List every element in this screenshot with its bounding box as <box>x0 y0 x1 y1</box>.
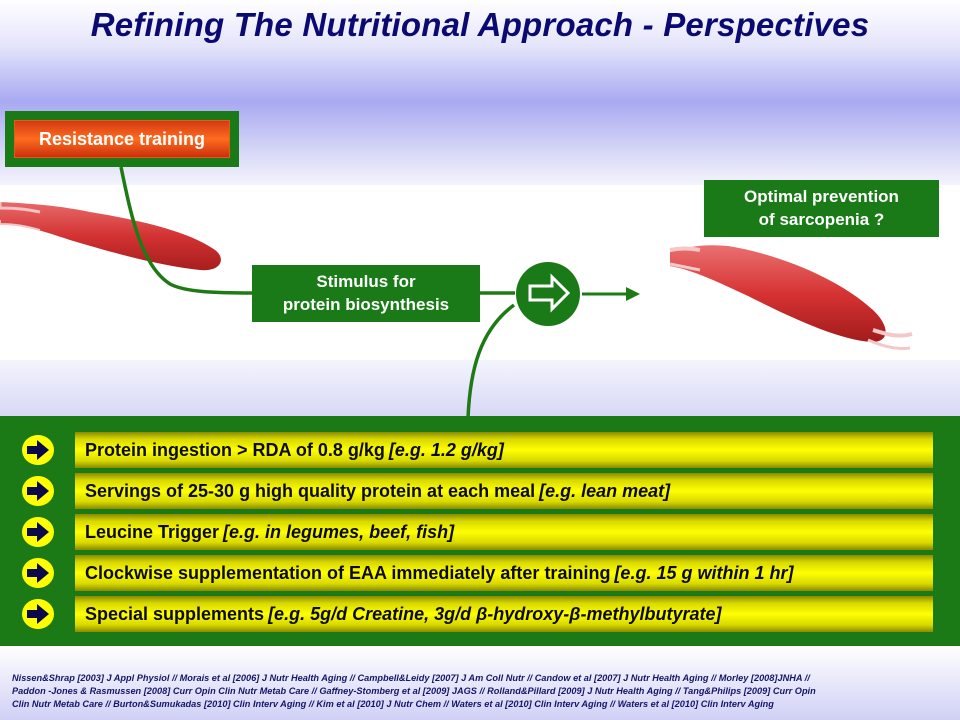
outcome-line-1: Optimal prevention <box>744 187 899 206</box>
recommendation-row: Special supplements[e.g. 5g/d Creatine, … <box>0 596 960 632</box>
muscle-right-image <box>669 245 913 350</box>
recommendation-row: Clockwise supplementation of EAA immedia… <box>0 555 960 591</box>
recommendation-bar: Clockwise supplementation of EAA immedia… <box>75 555 933 591</box>
outcome-box: Optimal prevention of sarcopenia ? <box>704 180 939 237</box>
recommendation-bar: Leucine Trigger [e.g. in legumes, beef, … <box>75 514 933 550</box>
arrow-bullet-icon <box>22 435 54 465</box>
recommendation-row: Protein ingestion > RDA of 0.8 g/kg [e.g… <box>0 432 960 468</box>
stimulus-line-1: Stimulus for <box>316 272 416 291</box>
outcome-line-2: of sarcopenia ? <box>758 210 885 229</box>
arrow-bullet-icon <box>22 476 54 506</box>
right-arrow-icon <box>516 262 580 326</box>
arrow-bullet-icon <box>22 599 54 629</box>
slide-title: Refining The Nutritional Approach - Pers… <box>90 6 870 43</box>
recommendation-bar: Special supplements[e.g. 5g/d Creatine, … <box>75 596 933 632</box>
resistance-training-box: Resistance training <box>5 111 239 167</box>
arrow-bullet-icon <box>22 558 54 588</box>
recommendation-bar: Protein ingestion > RDA of 0.8 g/kg [e.g… <box>75 432 933 468</box>
references-line-1: Nissen&Shrap [2003] J Appl Physiol // Mo… <box>12 673 810 683</box>
stimulus-line-2: protein biosynthesis <box>282 295 450 314</box>
muscle-left-image <box>0 202 221 271</box>
references-line-2: Paddon -Jones & Rasmussen [2008] Curr Op… <box>12 686 816 696</box>
recommendations-panel: Protein ingestion > RDA of 0.8 g/kg [e.g… <box>0 416 960 646</box>
references-line-3: Clin Nutr Metab Care // Burton&Sumukadas… <box>12 699 774 709</box>
lower-background <box>0 360 960 420</box>
resistance-training-label: Resistance training <box>14 120 230 158</box>
recommendation-row: Leucine Trigger [e.g. in legumes, beef, … <box>0 514 960 550</box>
stimulus-box: Stimulus for protein biosynthesis <box>252 265 480 322</box>
connector-lines <box>119 166 516 419</box>
recommendation-bar: Servings of 25-30 g high quality protein… <box>75 473 933 509</box>
references: Nissen&Shrap [2003] J Appl Physiol // Mo… <box>0 646 960 720</box>
arrow-bullet-icon <box>22 517 54 547</box>
outcome-arrow <box>582 287 640 301</box>
recommendation-row: Servings of 25-30 g high quality protein… <box>0 473 960 509</box>
